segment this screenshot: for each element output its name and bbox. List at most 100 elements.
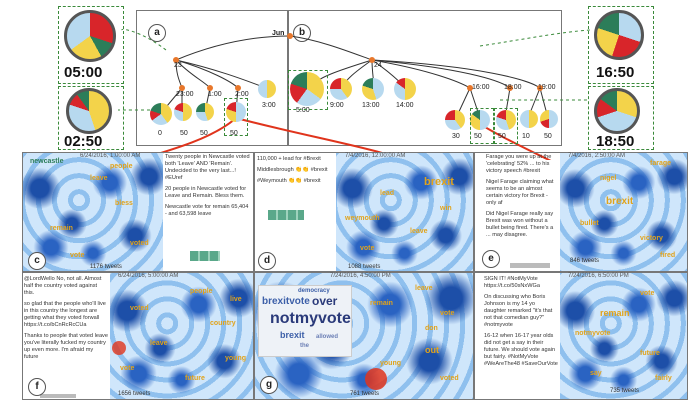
pie-node[interactable] xyxy=(330,78,352,100)
tweet-count-f: 1656 tweets xyxy=(118,391,151,397)
tweet-text: 16-12 when 16-17 year olds did not get a… xyxy=(484,333,558,367)
highlight-dot[interactable] xyxy=(365,368,387,390)
keyword: vote xyxy=(70,252,85,259)
tweet-text: 20 people in Newcastle voted for Leave a… xyxy=(165,186,247,199)
pie-node[interactable] xyxy=(258,80,276,98)
keyword: young xyxy=(225,355,246,362)
leaf-label: 10 xyxy=(522,133,530,140)
tweet-text: 110,000 + lead for #Brexit xyxy=(257,156,321,162)
keyword: future xyxy=(185,375,205,382)
zoom-time-0250: 02:50 xyxy=(64,133,103,150)
keyword: fairly xyxy=(655,375,672,382)
timestamp-d: 7/4/2016, 12:00:00 AM xyxy=(345,153,406,159)
highlight-box xyxy=(470,108,494,144)
cloud-word: notmyvote xyxy=(270,310,351,327)
keyword: leave xyxy=(150,340,168,347)
node-label-root: Jun xyxy=(272,30,285,37)
keyword: victory xyxy=(640,235,663,242)
panel-h xyxy=(474,272,688,400)
cloud-word: the xyxy=(300,343,309,349)
zoom-pie-0250[interactable] xyxy=(66,88,112,134)
leaf-label: 30 xyxy=(452,133,460,140)
pie-node[interactable] xyxy=(540,110,558,128)
keyword: nigel xyxy=(600,175,617,182)
time-label: 14:00 xyxy=(396,102,414,109)
cloud-word: brexitvote xyxy=(262,296,310,307)
time-label: 3:00 xyxy=(262,102,276,109)
node-label-24: 24 xyxy=(374,62,382,69)
leaf-label: 50 xyxy=(544,133,552,140)
pager-f[interactable] xyxy=(40,394,76,398)
zoom-inset-1850 xyxy=(588,86,654,150)
tweet-list-f[interactable]: @LordWello No, not all. Almost half the … xyxy=(24,276,108,365)
tweet-text: @LordWello No, not all. Almost half the … xyxy=(24,276,102,296)
keyword: brexit xyxy=(424,176,454,188)
heatmap-e[interactable] xyxy=(560,153,687,271)
pie-node[interactable] xyxy=(196,103,214,121)
pager-c[interactable] xyxy=(190,251,220,261)
tweet-text: Nigel Farage claiming what seems to be a… xyxy=(486,179,554,206)
keyword: young xyxy=(380,360,401,367)
tweet-count-d: 1088 tweets xyxy=(348,264,381,270)
tweet-text: #Weymouth 👏👏 #brexit xyxy=(257,178,321,184)
pie-node[interactable] xyxy=(470,110,490,130)
keyword: bullet xyxy=(580,220,599,227)
word-cloud xyxy=(258,285,352,357)
heatmap-h[interactable] xyxy=(560,273,687,399)
time-label: 9:00 xyxy=(330,102,344,109)
keyword: people xyxy=(190,288,213,295)
keyword: brexit xyxy=(606,196,634,207)
pie-node[interactable] xyxy=(174,103,192,121)
keyword: newcastle xyxy=(30,158,64,165)
keyword: don xyxy=(425,325,438,332)
timestamp-e: 7/4/2016, 2:50:00 AM xyxy=(568,153,626,159)
keyword: bless xyxy=(115,200,133,207)
tweet-list-h[interactable]: SIGN IT! #NotMyVote https://t.co/50sNxWG… xyxy=(484,276,558,372)
keyword: remain xyxy=(370,300,393,307)
tweet-text: Did Nigel Farage really say Brexit was w… xyxy=(486,211,554,238)
timestamp-h: 7/24/2016, 6:50:00 PM xyxy=(568,273,629,279)
time-label: 16:00 xyxy=(472,84,490,91)
keyword: remain xyxy=(50,225,73,232)
heatmap-f[interactable] xyxy=(110,273,253,399)
tweet-text: Newcastle vote for remain 65,404 - and 6… xyxy=(165,204,249,217)
panel-g xyxy=(254,272,474,400)
pie-node[interactable] xyxy=(290,72,324,106)
time-label: 5:00 xyxy=(296,107,310,114)
leaf-label: 50 xyxy=(498,133,506,140)
pie-node[interactable] xyxy=(520,110,538,128)
pie-node[interactable] xyxy=(394,78,416,100)
pie-node[interactable] xyxy=(496,110,516,130)
pager-d[interactable] xyxy=(268,210,304,220)
panel-label-e: e xyxy=(482,250,500,268)
keyword: vote xyxy=(440,310,455,317)
keyword: vote xyxy=(360,245,375,252)
heatmap-d[interactable] xyxy=(336,153,473,271)
heatmap-c[interactable] xyxy=(23,153,163,271)
keyword: notmyvote xyxy=(575,330,611,337)
pie-node[interactable] xyxy=(150,103,172,125)
highlight-dot[interactable] xyxy=(112,341,126,355)
pie-node[interactable] xyxy=(445,110,465,130)
keyword: farage xyxy=(650,160,672,167)
zoom-pie-1850[interactable] xyxy=(594,88,640,134)
pie-node[interactable] xyxy=(362,78,384,100)
timestamp-c: 6/24/2016, 1:00:00 AM xyxy=(80,153,141,159)
tweet-list-c[interactable]: Twenty people in Newcastle voted both 'L… xyxy=(165,154,251,222)
tweet-text: On discussing who Boris Johnson is my 14… xyxy=(484,294,553,328)
zoom-pie-0500[interactable] xyxy=(64,10,116,62)
keyword: leave xyxy=(410,228,428,235)
zoom-time-0500: 05:00 xyxy=(64,64,103,81)
tweet-list-e[interactable]: Farage you were up at the 'celebrating' … xyxy=(486,154,558,243)
cloud-word: allowed xyxy=(316,334,339,340)
keyword: live xyxy=(230,296,242,303)
keyword: voted xyxy=(440,375,459,382)
timestamp-g: 7/24/2016, 4:50:00 PM xyxy=(330,273,391,279)
keyword: leave xyxy=(415,285,433,292)
pager-e[interactable] xyxy=(510,263,550,268)
tweet-list-d[interactable]: 110,000 + lead for #Brexit Middlesbrough… xyxy=(257,156,335,189)
zoom-pie-1650[interactable] xyxy=(594,10,644,60)
time-label: 18:00 xyxy=(504,84,522,91)
pie-node[interactable] xyxy=(226,102,246,122)
highlight-box xyxy=(288,70,328,110)
